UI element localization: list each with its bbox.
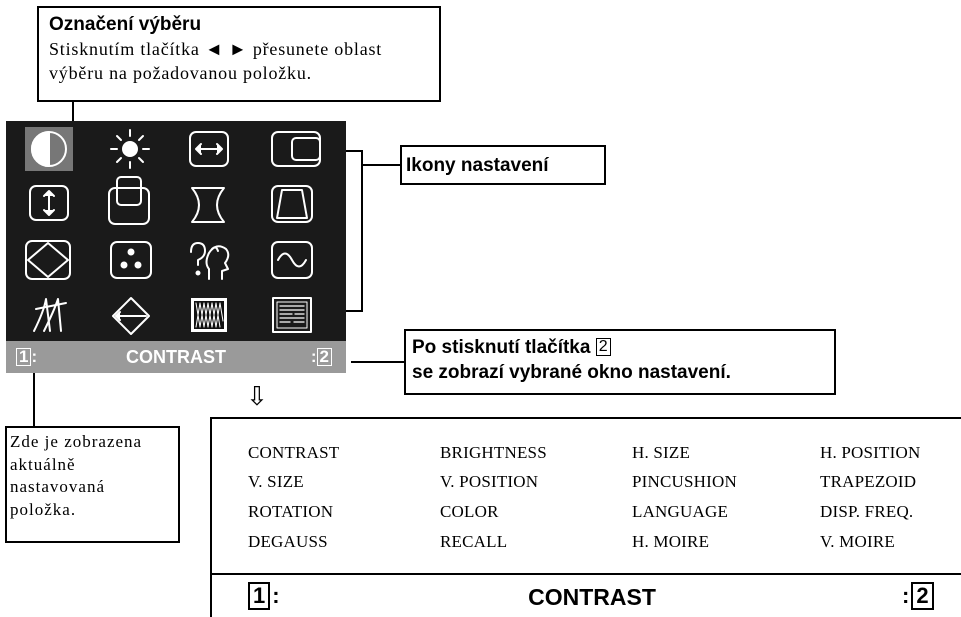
press-callout-line2: se zobrazí vybrané okno nastavení. [412,362,731,383]
v-position-icon[interactable] [108,176,150,225]
menu-item-h-moire[interactable]: H. MOIRE [632,532,710,551]
osd-current-item: CONTRAST [126,347,226,367]
osd-left-button-num: 1 [16,348,32,366]
menu-item-h-size[interactable]: H. SIZE [632,443,691,462]
menu-item-h-position[interactable]: H. POSITION [820,443,921,462]
rotation-icon[interactable] [25,240,71,280]
v-size-icon[interactable] [29,185,69,221]
osd-right-sep: : [310,347,317,366]
h-size-icon[interactable] [189,131,229,167]
menu-left-sep: : [272,583,280,608]
menu-item-degauss[interactable]: DEGAUSS [248,532,328,551]
settings-menu-window: CONTRAST BRIGHTNESS H. SIZE H. POSITION … [210,417,961,617]
contrast-icon[interactable] [25,127,73,171]
current-item-callout-line: nastavovaná [10,477,106,496]
h-moire-icon[interactable] [191,298,227,332]
menu-item-brightness[interactable]: BRIGHTNESS [440,443,547,462]
menu-item-v-position[interactable]: V. POSITION [440,472,539,491]
menu-current-item: CONTRAST [528,584,656,610]
trapezoid-icon[interactable] [271,185,313,223]
selection-callout-title: Označení výběru [49,14,202,35]
menu-right-button-num: 2 [911,582,934,610]
current-item-callout-line: aktuálně [10,454,76,474]
osd-status-bar: 1: CONTRAST :2 [6,341,346,373]
osd-left-sep: : [31,347,38,366]
menu-item-trapezoid[interactable]: TRAPEZOID [820,472,917,491]
current-item-callout-line: položka. [10,499,77,519]
menu-item-recall[interactable]: RECALL [440,532,508,551]
icons-callout: Ikony nastavení [400,145,606,185]
press-callout-button: 2 [595,338,611,356]
current-item-callout-line: Zde je zobrazena [10,432,143,451]
menu-item-contrast[interactable]: CONTRAST [248,443,340,462]
disp-freq-icon[interactable] [271,241,313,279]
menu-item-rotation[interactable]: ROTATION [248,502,334,521]
current-item-callout: Zde je zobrazena aktuálně nastavovaná po… [5,426,180,543]
osd-right-button-num: 2 [316,348,332,366]
brightness-icon[interactable] [110,129,150,169]
pincushion-icon[interactable] [191,187,225,223]
language-icon[interactable] [190,242,230,280]
osd-panel: 1: CONTRAST :2 [6,121,346,373]
degauss-icon[interactable] [33,298,67,332]
arrow-down-icon: ⇩ [246,382,268,412]
menu-right-sep: : [902,583,910,608]
selection-callout-description: Stisknutím tlačítka ◄ ► přesunete oblast… [49,39,383,83]
menu-item-v-size[interactable]: V. SIZE [248,472,304,491]
press-callout-line1: Po stisknutí tlačítka [412,337,591,358]
color-icon[interactable] [110,241,152,279]
press-callout: Po stisknutí tlačítka 2 se zobrazí vybra… [404,329,836,395]
selection-callout: Označení výběru Stisknutím tlačítka ◄ ► … [37,6,441,102]
menu-item-v-moire[interactable]: V. MOIRE [820,532,895,551]
recall-icon[interactable] [112,297,150,335]
osd-icon-grid [25,127,321,335]
menu-bar-right: :2 [902,582,934,610]
menu-divider [212,573,961,575]
menu-item-language[interactable]: LANGUAGE [632,502,729,521]
menu-item-disp-freq[interactable]: DISP. FREQ. [820,502,914,521]
icons-callout-label: Ikony nastavení [406,155,549,176]
v-moire-icon[interactable] [272,297,312,333]
h-position-icon[interactable] [271,131,321,167]
menu-item-color[interactable]: COLOR [440,502,499,521]
menu-item-pincushion[interactable]: PINCUSHION [632,472,737,491]
